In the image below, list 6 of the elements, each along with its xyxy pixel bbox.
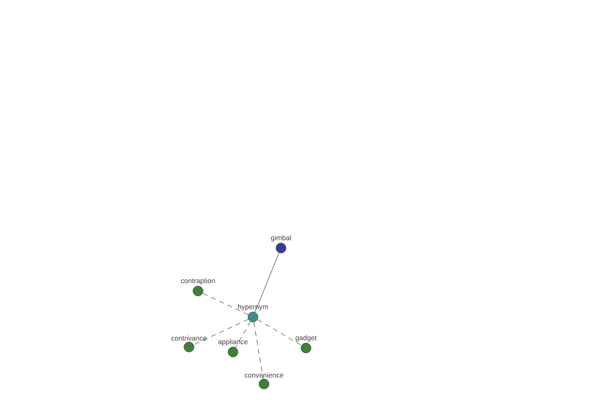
connector-line: [202, 293, 248, 315]
connector-line: [235, 321, 251, 348]
connector-line: [254, 322, 264, 380]
connector-line: [257, 319, 302, 346]
connector-line: [194, 319, 248, 345]
connector-line: [254, 252, 280, 312]
